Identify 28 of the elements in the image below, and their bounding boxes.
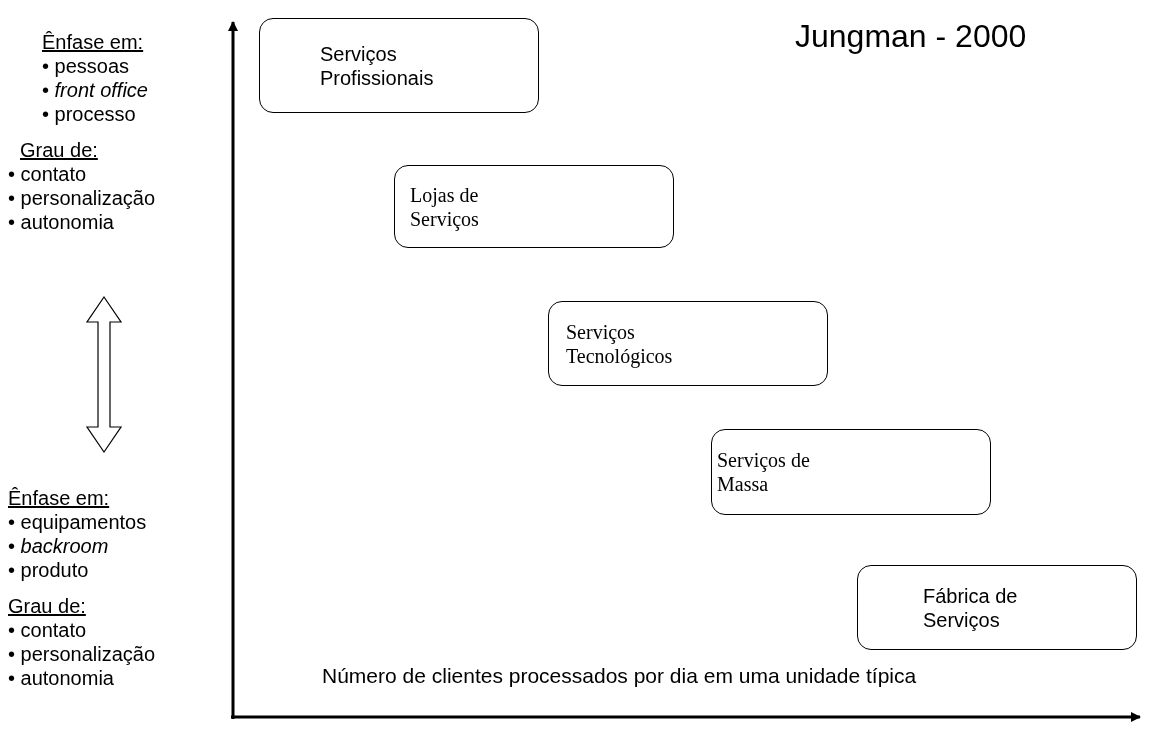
- title: Jungman - 2000: [795, 18, 1027, 54]
- list-item: • backroom: [8, 535, 109, 557]
- list-heading: Ênfase em:: [42, 31, 144, 53]
- list-item: • autonomia: [8, 667, 114, 689]
- category-box: [394, 165, 674, 248]
- category-label: Lojas de Serviços: [410, 182, 480, 231]
- category-label: Serviços Tecnológicos: [566, 319, 674, 368]
- list-item: • contato: [8, 163, 87, 185]
- category-label: Fábrica de Serviços: [923, 583, 1019, 632]
- list-heading: Grau de:: [8, 595, 86, 617]
- list-heading: Ênfase em:: [8, 487, 110, 509]
- list-item: • produto: [8, 559, 89, 581]
- list-item: • front office: [42, 79, 148, 101]
- list-item: • contato: [8, 619, 87, 641]
- list-item: • autonomia: [8, 211, 114, 233]
- list-item: • personalização: [8, 187, 156, 209]
- list-item: • equipamentos: [8, 511, 147, 533]
- category-box: [857, 565, 1137, 650]
- category-label: Serviços de Massa: [717, 448, 811, 496]
- list-item: • personalização: [8, 643, 156, 665]
- list-heading: Grau de:: [20, 139, 98, 161]
- axis-label: Número de clientes processados por dia em uma unidade típica: [322, 665, 917, 687]
- category-box: [259, 18, 539, 113]
- list-item: • processo: [42, 103, 136, 125]
- category-label: Serviços Profissionais: [320, 41, 435, 90]
- category-box: [711, 429, 991, 515]
- list-item: • pessoas: [42, 55, 130, 77]
- category-box: [548, 301, 828, 386]
